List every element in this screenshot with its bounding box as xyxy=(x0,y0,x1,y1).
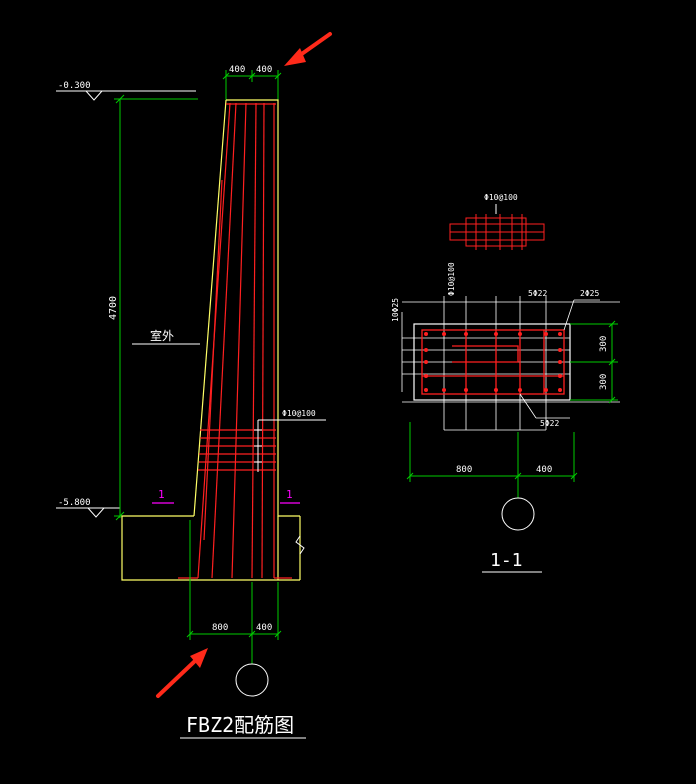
top-dim-left: 400 xyxy=(229,65,245,75)
section-bar-dots xyxy=(424,332,562,392)
tie-detail-label: Φ10@100 xyxy=(484,193,518,202)
cut-mark-right: 1 xyxy=(286,488,293,501)
section-dim-left: 800 xyxy=(456,465,472,475)
top-level-text: -0.300 xyxy=(58,81,91,91)
side-label-text: 室外 xyxy=(150,328,174,343)
right-dim-bottom: 300 xyxy=(599,374,609,390)
wall-rebars xyxy=(178,102,292,579)
top-bar-label: 5Φ22 xyxy=(528,289,547,298)
break-line xyxy=(295,535,305,555)
axis-bubble xyxy=(235,663,269,697)
bottom-dimension-line xyxy=(186,520,282,664)
top-dimension-line xyxy=(222,70,282,100)
section-grid xyxy=(401,296,620,431)
corner-bar-label: 2Φ25 xyxy=(580,289,599,298)
right-dimension-line xyxy=(570,320,618,404)
section-axis-bubble xyxy=(501,497,535,531)
wall-outline xyxy=(121,99,301,581)
annotation-arrow-top xyxy=(284,32,332,66)
top-dim-right: 400 xyxy=(256,65,272,75)
elevation-title: FBZ2配筋图 xyxy=(186,713,294,737)
right-dim-top: 300 xyxy=(599,336,609,352)
bottom-level-text: -5.800 xyxy=(58,498,91,508)
elevation-view: -0.300 -5.800 4700 室外 400 40 xyxy=(56,65,326,739)
bottom-dim-right: 400 xyxy=(256,623,272,633)
section-dim-right: 400 xyxy=(536,465,552,475)
side-bar-label: 10Φ25 xyxy=(391,298,400,322)
bottom-bar-label: 5Φ22 xyxy=(540,419,559,428)
section-rebars xyxy=(421,329,565,395)
height-dimension-text: 4700 xyxy=(108,296,119,320)
cut-mark-left: 1 xyxy=(158,488,165,501)
section-view: Φ10@100 xyxy=(391,193,620,573)
tie-detail-diagram xyxy=(449,214,545,250)
stirrup-callout xyxy=(254,419,326,472)
section-stirrup-label: Φ10@100 xyxy=(447,262,456,296)
bottom-level-marker xyxy=(56,507,120,518)
section-bottom-dimension-line xyxy=(406,422,578,498)
section-label-leaders xyxy=(519,299,600,419)
bottom-dim-left: 800 xyxy=(212,623,228,633)
top-level-marker xyxy=(56,90,196,101)
section-title: 1-1 xyxy=(490,550,523,571)
annotation-arrow-bottom xyxy=(156,648,208,698)
stirrup-label: Φ10@100 xyxy=(282,409,316,418)
